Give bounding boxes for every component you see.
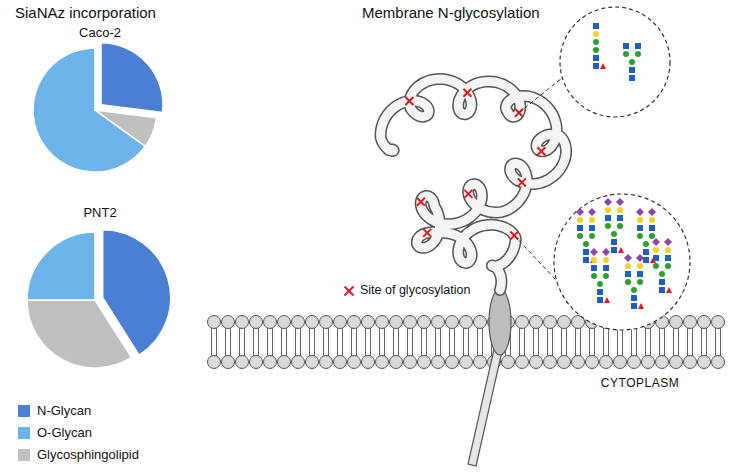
cytoplasmic-tail <box>468 345 503 466</box>
panel-heading: Membrane N-glycosylation <box>362 4 540 21</box>
glycan-zoom <box>514 7 690 330</box>
pie-slice <box>101 43 163 113</box>
cell-line-label: PNT2 <box>83 206 116 221</box>
legend-entry: O-Glycan <box>18 425 92 440</box>
pie-slice <box>27 300 131 368</box>
pie-slice <box>27 232 95 300</box>
protein-chain <box>381 79 566 290</box>
cell-line-label: Caco-2 <box>79 26 121 41</box>
glycosylation-site <box>345 89 546 296</box>
panel-heading: SiaNAz incorporation <box>15 4 156 21</box>
transmembrane-domain <box>489 289 511 355</box>
legend-entry: N-Glycan <box>18 403 91 418</box>
legend-label: N-Glycan <box>37 403 91 418</box>
pie-slice <box>33 48 145 172</box>
caco2-pie <box>33 43 163 172</box>
legend-swatch <box>18 449 30 461</box>
legend-label: Glycosphingolipid <box>37 447 139 462</box>
legend-label: O-Glycan <box>37 425 92 440</box>
pnt2-pie <box>27 230 171 368</box>
legend-entry: Glycosphingolipid <box>18 447 139 462</box>
compartment-label: CYTOPLASM <box>601 377 679 391</box>
legend-swatch <box>18 405 30 417</box>
symbol-key-label: Site of glycosylation <box>360 283 470 297</box>
legend-swatch <box>18 427 30 439</box>
